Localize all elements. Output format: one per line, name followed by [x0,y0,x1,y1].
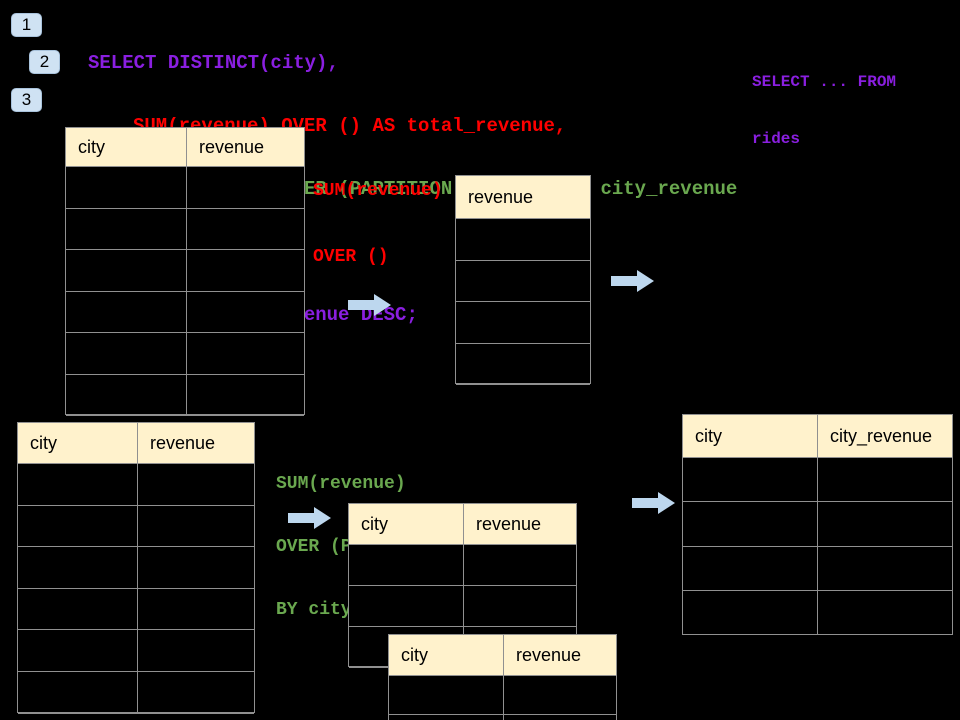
table-cell [66,167,187,209]
table-cell [504,676,616,715]
table-source-top-header-city: city [66,128,187,167]
table-total-result: revenue [455,175,591,385]
table-cell [683,590,818,636]
table-cell [138,547,254,589]
step-badge-1-label: 1 [21,15,32,34]
step-badge-2: 2 [29,50,60,74]
table-cell [18,671,138,714]
table-cell [389,715,504,720]
table-cell [18,505,138,548]
table-cell [18,588,138,631]
table-cell [187,333,304,375]
annotation-total-revenue: SUM(revenue) OVER () [313,136,443,312]
table-cell [187,167,304,209]
table-cell [818,547,952,591]
table-cell [818,591,952,636]
table-cell [66,374,187,416]
table-cell [18,464,138,506]
table-source-bottom-header-city: city [18,423,138,464]
side-snippet-line-2: rides [752,130,801,148]
table-total-result-header-revenue: revenue [456,176,590,219]
table-source-bottom-header-revenue: revenue [138,423,254,464]
table-cell [187,375,304,416]
table-partition-overlay-header-city: city [389,635,504,676]
table-cell [138,464,254,506]
table-cell [66,333,187,375]
table-cell [504,715,616,720]
table-cell [187,292,304,333]
annotation-total-line-2: OVER () [313,247,389,267]
table-cell [138,630,254,672]
table-cell [818,502,952,547]
table-cell [456,302,590,344]
table-cell [464,545,576,586]
table-source-top-header-revenue: revenue [187,128,304,167]
annotation-partition-line-1: SUM(revenue) [276,474,406,494]
table-partition-overlay-header-revenue: revenue [504,635,616,676]
table-cell [18,630,138,672]
arrow-right-icon-3 [288,507,331,529]
table-source-bottom: city revenue [17,422,255,714]
table-cell [66,208,187,250]
table-source-top: city revenue [65,127,305,416]
step-badge-3-label: 3 [21,90,32,109]
table-cell [18,547,138,589]
arrow-right-icon-1 [348,294,391,316]
step-badge-3: 3 [11,88,42,112]
table-cell [66,250,187,292]
table-cell [683,546,818,591]
arrow-right-icon-4 [632,492,675,514]
step-badge-1: 1 [11,13,42,37]
side-snippet-line-1: SELECT ... FROM [752,73,897,91]
table-cell [389,676,504,715]
table-cell [456,344,590,385]
table-cell [138,506,254,548]
table-cell [66,291,187,333]
step-badge-2-label: 2 [39,52,50,71]
sql-side-snippet: SELECT ... FROM rides [752,35,896,187]
table-cell [683,458,818,503]
table-cell [456,219,590,261]
table-cell [818,458,952,503]
table-cell [187,209,304,250]
table-cell [349,586,464,627]
table-partition-mid-header-revenue: revenue [464,504,576,545]
table-result-header-city: city [683,415,818,458]
sql-line-select: SELECT DISTINCT(city), [88,52,339,74]
table-city-revenue-result: city city_revenue [682,414,953,636]
table-result-header-city-revenue: city_revenue [818,415,952,458]
table-partition-mid-header-city: city [349,504,464,545]
annotation-total-line-1: SUM(revenue) [313,181,443,201]
table-cell [464,586,576,627]
arrow-right-icon-2 [611,270,654,292]
table-cell [138,589,254,631]
table-cell [138,672,254,714]
table-cell [456,261,590,302]
table-cell [683,502,818,547]
table-cell [187,250,304,292]
table-partition-overlay: city revenue [388,634,617,720]
table-cell [349,545,464,586]
